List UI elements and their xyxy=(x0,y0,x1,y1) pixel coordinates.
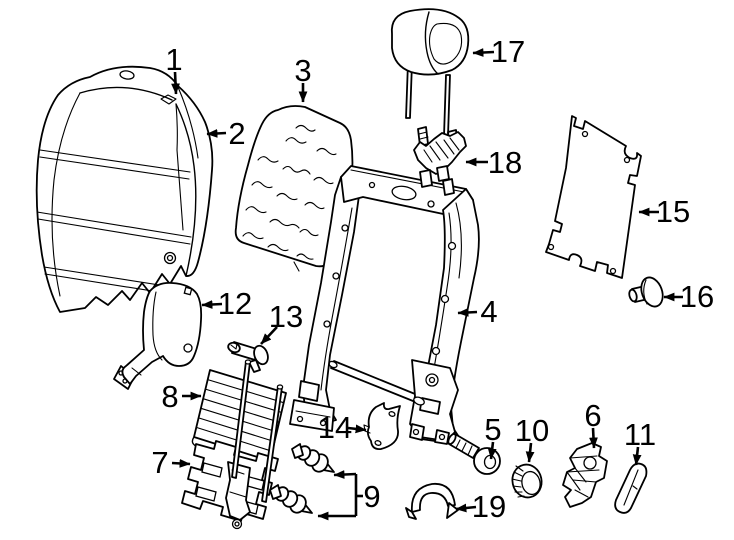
part-19-retainer-hook[interactable] xyxy=(405,482,459,520)
callout-number[interactable]: 5 xyxy=(484,412,501,447)
part-13-adjuster-knob[interactable] xyxy=(227,341,271,373)
callout-19-retainer-hook[interactable]: 19 xyxy=(455,489,506,524)
callout-number[interactable]: 14 xyxy=(318,410,352,445)
callout-7-lumbar-support-plate[interactable]: 7 xyxy=(151,445,191,480)
callout-12-side-shield[interactable]: 12 xyxy=(201,286,252,321)
callout-arrow xyxy=(171,459,191,468)
callout-number[interactable]: 15 xyxy=(656,194,690,229)
part-14-pivot-bracket[interactable] xyxy=(363,402,401,450)
part-4-seat-back-frame[interactable] xyxy=(289,165,480,445)
callout-number[interactable]: 4 xyxy=(480,294,497,329)
callout-arrow xyxy=(206,129,227,138)
part-9-mounting-screws[interactable] xyxy=(269,443,335,515)
part-12-side-shield[interactable] xyxy=(113,282,203,390)
callout-arrow xyxy=(333,470,357,479)
callout-number[interactable]: 7 xyxy=(151,445,168,480)
callout-17-headrest[interactable]: 17 xyxy=(472,34,525,69)
callout-9-mounting-screws[interactable]: 9 xyxy=(317,470,381,521)
callout-16-retainer-clip[interactable]: 16 xyxy=(663,279,714,314)
callout-arrow xyxy=(260,326,278,345)
callout-5-recliner-bolt[interactable]: 5 xyxy=(484,412,502,460)
torsion-rod xyxy=(330,360,421,404)
callout-3-seat-back-pad[interactable]: 3 xyxy=(294,53,312,103)
callout-arrow xyxy=(632,446,642,466)
callout-number[interactable]: 18 xyxy=(488,145,522,180)
callout-number[interactable]: 17 xyxy=(491,34,525,69)
callout-arrow xyxy=(472,48,495,57)
callout-1-seat-back-cover-trim[interactable]: 1 xyxy=(165,42,183,95)
trim-emblem xyxy=(160,94,177,105)
callout-arrow xyxy=(455,503,477,513)
part-11-trim-strap[interactable] xyxy=(614,462,648,514)
callout-number[interactable]: 13 xyxy=(269,299,303,334)
callout-number[interactable]: 19 xyxy=(472,489,506,524)
callout-10-adjuster-nut[interactable]: 10 xyxy=(515,413,549,463)
pad-foam-texture xyxy=(242,124,337,260)
part-10-adjuster-nut[interactable] xyxy=(509,462,544,500)
callout-number[interactable]: 11 xyxy=(624,417,656,452)
callout-arrow xyxy=(347,424,367,434)
callout-arrow xyxy=(457,308,478,317)
callout-13-adjuster-knob[interactable]: 13 xyxy=(260,299,303,345)
callout-arrow xyxy=(487,441,497,460)
callout-8-lumbar-grid[interactable]: 8 xyxy=(161,379,202,414)
callout-6-side-member-bracket[interactable]: 6 xyxy=(584,398,602,449)
callout-number[interactable]: 3 xyxy=(294,53,311,88)
callout-number[interactable]: 12 xyxy=(218,286,252,321)
bolster-seam xyxy=(175,103,197,277)
callout-4-seat-back-frame[interactable]: 4 xyxy=(457,294,498,329)
callout-arrow xyxy=(201,300,223,309)
part-16-retainer-clip[interactable] xyxy=(628,274,666,309)
part-8-lumbar-rods[interactable] xyxy=(231,359,284,503)
callout-number[interactable]: 1 xyxy=(165,42,182,77)
part-2-seat-back-cover[interactable] xyxy=(35,65,214,313)
callout-2-seat-back-cover[interactable]: 2 xyxy=(206,116,246,151)
callout-arrow xyxy=(525,442,535,463)
callout-number[interactable]: 8 xyxy=(161,379,178,414)
callout-number[interactable]: 10 xyxy=(515,413,549,448)
callout-number[interactable]: 2 xyxy=(228,116,245,151)
callout-14-pivot-bracket[interactable]: 14 xyxy=(318,410,367,445)
callout-arrow xyxy=(171,71,180,95)
part-6-side-member-bracket[interactable] xyxy=(562,442,608,508)
part-17-headrest[interactable] xyxy=(390,8,470,137)
callout-arrow xyxy=(589,427,598,449)
part-15-seat-back-panel[interactable] xyxy=(545,115,642,279)
callout-number[interactable]: 9 xyxy=(363,479,380,514)
callout-11-trim-strap[interactable]: 11 xyxy=(624,417,656,466)
callout-15-seat-back-panel[interactable]: 15 xyxy=(638,194,690,229)
callout-number[interactable]: 6 xyxy=(584,398,601,433)
callout-number[interactable]: 16 xyxy=(680,279,714,314)
callout-18-headrest-guide[interactable]: 18 xyxy=(465,145,522,180)
